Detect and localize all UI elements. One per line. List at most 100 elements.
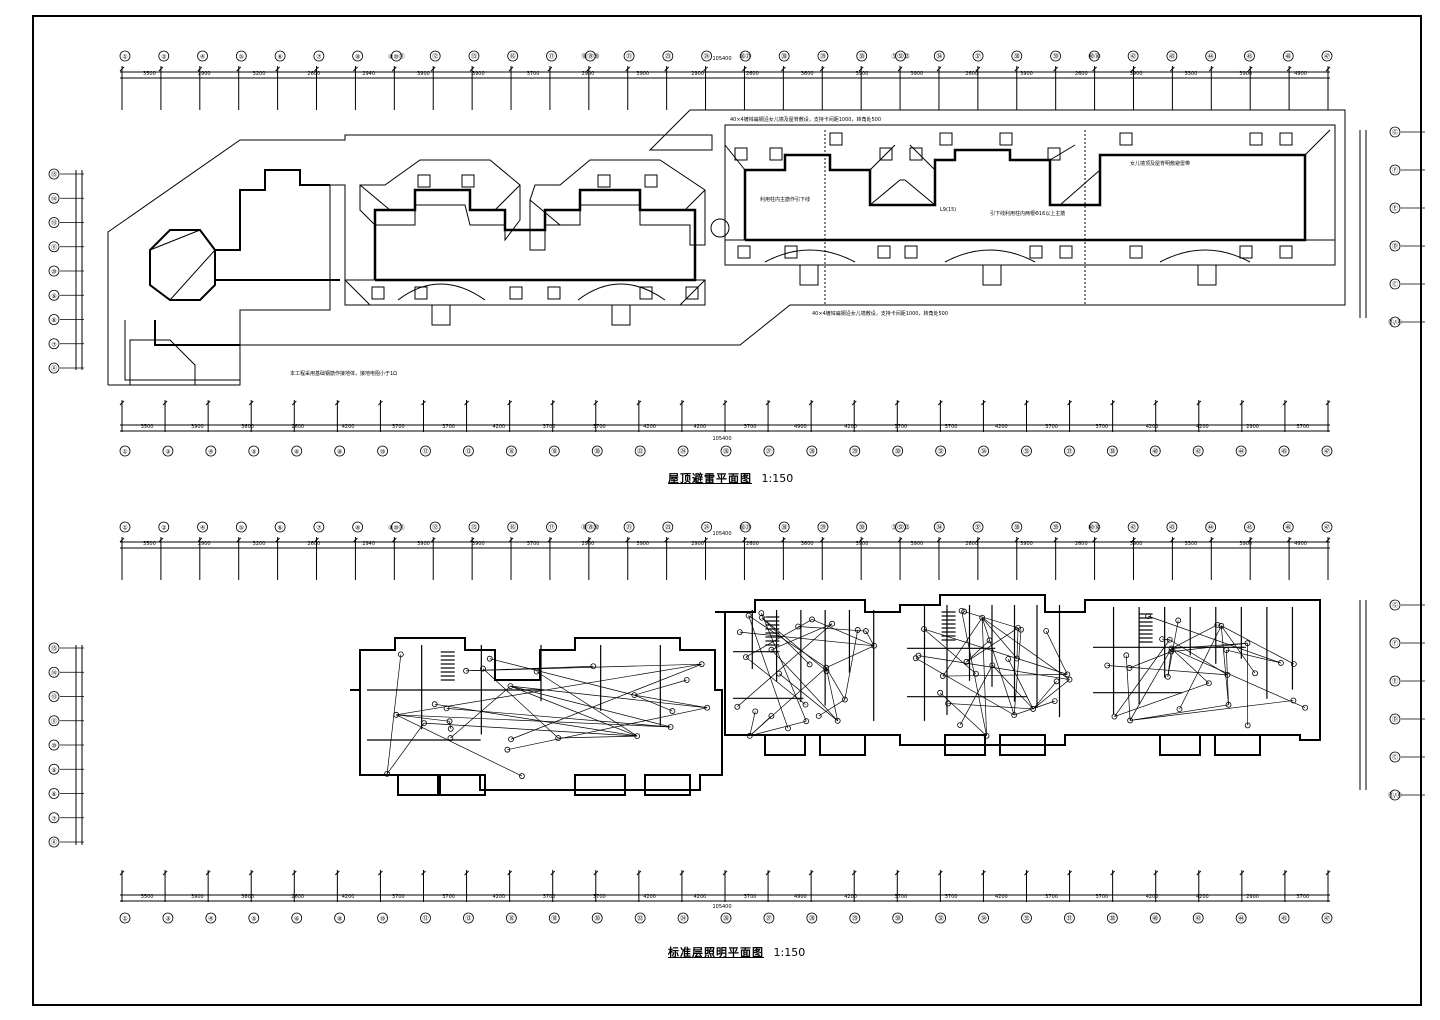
- roof-top-axis-bubble: [584, 50, 596, 62]
- roof-left-axis-bubble: [48, 241, 60, 253]
- roof-top-dim-text: 3200: [253, 71, 266, 77]
- roof-top-axis-bubble: [1050, 50, 1061, 62]
- roof-right-axis-bubble: [1389, 126, 1401, 138]
- floor-bottom-axis-label: ㉜: [938, 915, 944, 923]
- roof-top-dim-text: 2940: [362, 71, 375, 77]
- floor-bottom-axis-label: ⑩: [380, 916, 385, 923]
- floor-top-dim-text: 4900: [1294, 541, 1307, 547]
- roof-bottom-axis-bubble: [463, 445, 474, 457]
- roof-bottom-dim-text: 4200: [844, 424, 857, 430]
- lamp-icon: [393, 711, 400, 718]
- roof-note-2: 女儿墙顶及屋脊明敷避雷带: [1130, 161, 1191, 167]
- roof-top-axis-bubble: [1166, 50, 1178, 62]
- floor-top-axis-label: ⑤: [239, 525, 244, 532]
- floor-top-dim-text: 2600: [965, 541, 978, 547]
- floor-bottom-axis-label: ㊵: [1152, 915, 1158, 923]
- floor-bottom-axis-bubble: [892, 912, 904, 924]
- roof-top-axis-label: ⑨⑩⑪: [388, 53, 405, 61]
- floor-top-dim-text: 2900: [582, 541, 595, 547]
- floor-top-dim-text: 3900: [856, 541, 869, 547]
- floor-bottom-axis-bubble: [634, 912, 646, 924]
- floor-right-axis-bubble: [1389, 675, 1401, 687]
- roof-bottom-dim-text: 3900: [191, 424, 204, 430]
- roof-left-axis-label: ⑪: [51, 243, 57, 251]
- lamp-icon: [1223, 647, 1230, 653]
- floor-bottom-dim-text: 4900: [794, 894, 807, 900]
- roof-top-dim-text: 2600: [1075, 71, 1088, 77]
- roof-bottom-dim-text: 3600: [241, 424, 254, 430]
- lamp-icon: [504, 746, 511, 753]
- roof-bottom-dim-text: 4900: [794, 424, 807, 430]
- lamp-icon: [1218, 622, 1225, 629]
- floor-top-axis-bubble: [1166, 521, 1178, 533]
- floor-bottom-axis-bubble: [806, 912, 818, 924]
- lamp-icon: [871, 642, 877, 649]
- floor-top-axis-bubble: [1050, 521, 1061, 533]
- floor-top-dim-text: 2900: [198, 541, 211, 547]
- floor-bottom-axis-label: ㉔: [680, 915, 686, 923]
- lamp-icon: [1244, 722, 1251, 729]
- floor-top-axis-bubble: [274, 521, 286, 533]
- floor-bottom-axis-bubble: [377, 912, 388, 924]
- floor-bottom-axis-label: ㉗: [766, 915, 772, 923]
- floor-bottom-axis-bubble: [1021, 912, 1032, 924]
- floor-bottom-dim-text: 4200: [694, 894, 707, 900]
- floor-top-axis-label: ㊺: [1246, 524, 1252, 532]
- roof-top-axis-label: ㉖㉗: [739, 53, 751, 61]
- lamp-icon: [555, 735, 562, 741]
- roof-bottom-axis-label: ㊼: [1324, 448, 1330, 456]
- roof-top-dim-text: 2900: [198, 71, 211, 77]
- floor-left-axis-label: ⑦: [51, 815, 57, 822]
- roof-top-axis-bubble: [856, 50, 868, 62]
- floor-left-axis-bubble: [48, 763, 60, 775]
- roof-right-axis-label: Ⓖ: [1392, 129, 1398, 137]
- roof-bottom-dim-text: 3700: [744, 424, 757, 430]
- roof-top-dim-text: 2600: [746, 71, 759, 77]
- lamp-icon: [1252, 670, 1258, 677]
- floor-bottom-dim-text: 2900: [1246, 894, 1259, 900]
- lamp-icon: [1225, 701, 1232, 708]
- roof-bottom-dim-text: 4200: [643, 424, 656, 430]
- floor-top-dim-text: 3900: [1239, 541, 1252, 547]
- roof-bottom-dim-text: 3700: [392, 424, 405, 430]
- roof-top-dim-text: 3700: [527, 71, 540, 77]
- floor-bottom-dim-text: 4200: [643, 894, 656, 900]
- roof-right-axis-bubble: [1389, 202, 1401, 214]
- roof-top-axis-label: ㊼: [1324, 53, 1330, 61]
- floor-top-axis-bubble: [1321, 521, 1333, 533]
- lamp-icon: [1214, 621, 1221, 628]
- floor-bottom-axis-bubble: [720, 912, 732, 924]
- floor-bottom-axis-bubble: [119, 912, 131, 924]
- lamp-icon: [431, 701, 438, 708]
- roof-top-axis-bubble: [391, 50, 402, 62]
- roof-top-axis-label: ㊹: [1208, 53, 1214, 61]
- roof-top-dim-text: 3900: [856, 71, 869, 77]
- floor-plan-title-text: 标准层照明平面图: [668, 946, 764, 959]
- lamp-icon: [983, 732, 990, 739]
- floor-left-axis-bubble: [48, 836, 60, 848]
- roof-left-axis-label: ⑩: [51, 269, 56, 276]
- lamp-icon: [1104, 662, 1111, 669]
- floor-right-axis-bubble: [1389, 751, 1401, 763]
- lamp-icon: [1168, 648, 1175, 655]
- floor-bottom-axis-label: ⑳: [594, 915, 600, 923]
- floor-top-axis-bubble: [158, 521, 170, 533]
- lamp-icon: [1290, 661, 1297, 667]
- roof-top-axis-bubble: [313, 50, 325, 62]
- roof-top-axis-bubble: [352, 50, 364, 62]
- floor-bottom-axis-label: ⑱: [551, 915, 557, 923]
- floor-top-axis-label: ㊷: [1130, 524, 1136, 532]
- lamp-icon: [698, 661, 705, 668]
- floor-bottom-dim-text: 3600: [241, 894, 254, 900]
- roof-note-7: 40×4镀锌扁钢沿女儿墙敷设，支持卡间距1000，转角处500: [812, 311, 949, 317]
- roof-top-dim-text: 3900: [910, 71, 923, 77]
- floor-top-axis-label: ①: [122, 525, 127, 532]
- floor-top-axis-label: ㊲: [975, 524, 981, 532]
- floor-plan-title: 标准层照明平面图 1:150: [668, 944, 805, 960]
- roof-bottom-axis-label: ⑯: [508, 448, 514, 456]
- roof-bottom-axis-label: ㉘: [809, 448, 815, 456]
- roof-top-dim-text: 3900: [417, 71, 430, 77]
- lamp-icon: [986, 637, 993, 644]
- roof-top-axis-bubble: [546, 50, 557, 62]
- roof-bottom-axis-label: ⑤: [251, 449, 256, 456]
